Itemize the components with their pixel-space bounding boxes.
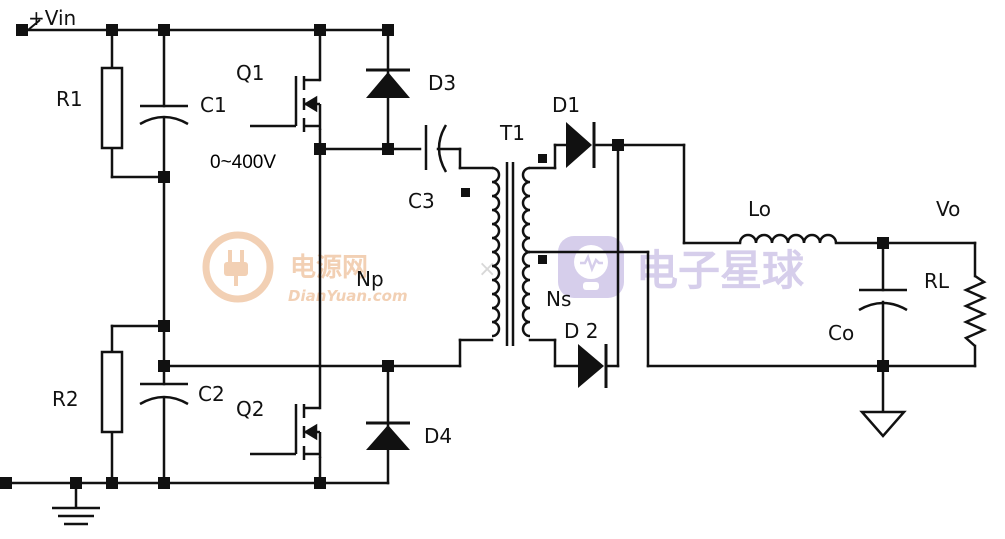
d1-label: D1 xyxy=(552,93,580,117)
r1-label: R1 xyxy=(56,87,83,111)
c3-label: C3 xyxy=(408,189,435,213)
robot-icon xyxy=(574,245,608,290)
watermark-cn-right: 电子星球 xyxy=(636,246,805,295)
d2-diode xyxy=(578,344,608,388)
d3-diode xyxy=(366,68,410,98)
ground-symbol-right xyxy=(859,410,907,438)
voltage-range-label: 0~400V xyxy=(210,152,276,173)
t1-primary-winding xyxy=(491,166,501,338)
c2-label: C2 xyxy=(198,382,225,406)
c1-capacitor xyxy=(139,104,189,126)
rl-label: RL xyxy=(924,269,950,293)
d2-label: D 2 xyxy=(564,319,598,343)
np-label: Np xyxy=(356,267,384,291)
c1-label: C1 xyxy=(200,93,227,117)
d3-label: D3 xyxy=(428,71,456,95)
t1-secondary-winding xyxy=(521,166,531,338)
dianzixingqiu-watermark: 电子星球 xyxy=(558,236,805,298)
watermark-separator: × xyxy=(478,257,496,282)
q2-label: Q2 xyxy=(236,397,264,421)
r2-label: R2 xyxy=(52,387,79,411)
plug-icon xyxy=(224,250,248,286)
watermark-cn-left: 电源网 xyxy=(290,253,368,283)
ground-symbol-left xyxy=(52,483,100,526)
d4-label: D4 xyxy=(424,424,452,448)
r1-resistor xyxy=(100,66,124,150)
co-label: Co xyxy=(828,321,854,345)
c3-capacitor xyxy=(424,124,448,173)
dianyuan-watermark: 电源网 DianYuan.com xyxy=(202,231,408,305)
junction-nodes xyxy=(0,24,889,489)
t1-core xyxy=(505,162,515,346)
r2-resistor xyxy=(100,350,124,434)
rl-resistor xyxy=(962,274,988,347)
d4-diode xyxy=(366,421,410,450)
primary-polarity-dot xyxy=(461,188,470,197)
vin-label: +Vin xyxy=(28,6,76,30)
vo-label: Vo xyxy=(936,197,960,221)
watermark-en-left: DianYuan.com xyxy=(288,287,408,305)
q2-mosfet xyxy=(250,404,322,460)
vin-terminal xyxy=(16,19,41,36)
lo-inductor xyxy=(738,233,838,244)
secondary-polarity-dot-top xyxy=(538,154,547,163)
d1-diode xyxy=(566,122,596,168)
q1-mosfet xyxy=(250,76,322,132)
t1-label: T1 xyxy=(499,121,525,145)
secondary-polarity-dot-bottom xyxy=(538,255,547,264)
q1-label: Q1 xyxy=(236,61,264,85)
co-capacitor xyxy=(858,288,908,312)
ns-label: Ns xyxy=(546,287,571,311)
c2-capacitor xyxy=(139,382,189,406)
lo-label: Lo xyxy=(748,197,771,221)
